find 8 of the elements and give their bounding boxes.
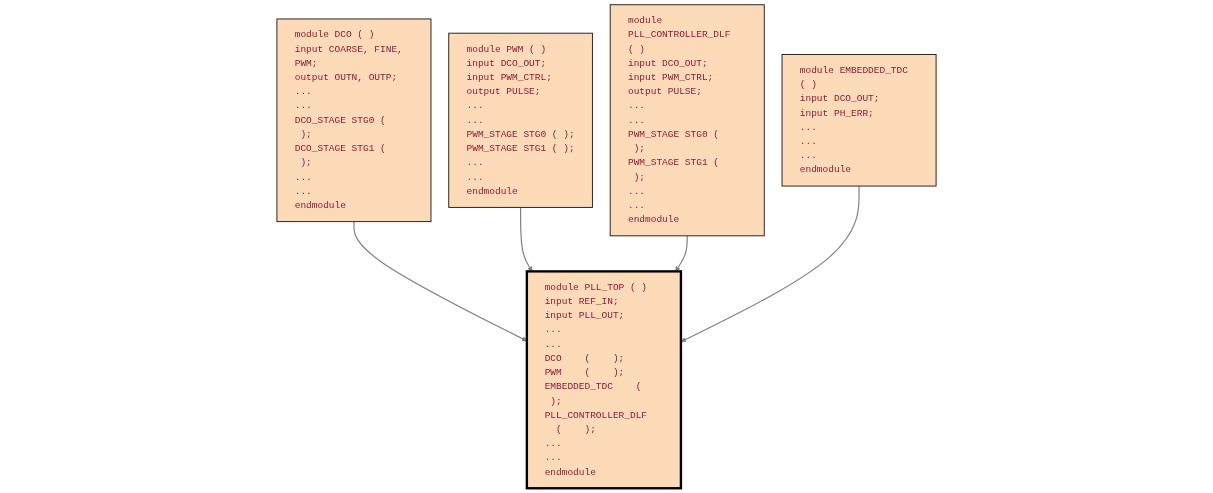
node-box: module DCO ( ) input COARSE, FINE, PWM; output OUTN, OUTP; ... ... DCO_STAGE STG0 ( ); DCO_STAGE STG1 ( ); ... ... endmodule (276, 18, 432, 223)
node-box: module EMBEDDED_TDC ( ) input DCO_OUT; input PH_ERR; ... ... ... endmodule (781, 54, 937, 187)
node-box: module PWM ( ) input DCO_OUT; input PWM_CTRL; output PULSE; ... ... PWM_STAGE STG0 ( ); PWM_STAGE STG1 ( ); ... ... endmodule (448, 32, 593, 208)
arrow (520, 206, 533, 272)
arrow (675, 235, 688, 272)
node-box: module PLL_TOP ( ) input REF_IN; input PLL_OUT; ... ... DCO ( ); PWM ( ); EMBEDDED_TDC ( ); PLL_CONTROLLER_DLF ( ); ... ... endmodule (525, 270, 683, 490)
node-box: module PLL_CONTROLLER_DLF ( ) input DCO_OUT; input PWM_CTRL; output PULSE; ... ... PWM_STAGE STG0 ( ); PWM_STAGE STG1 ( ); ... ... endmodule (609, 4, 765, 237)
arrow (680, 185, 860, 342)
